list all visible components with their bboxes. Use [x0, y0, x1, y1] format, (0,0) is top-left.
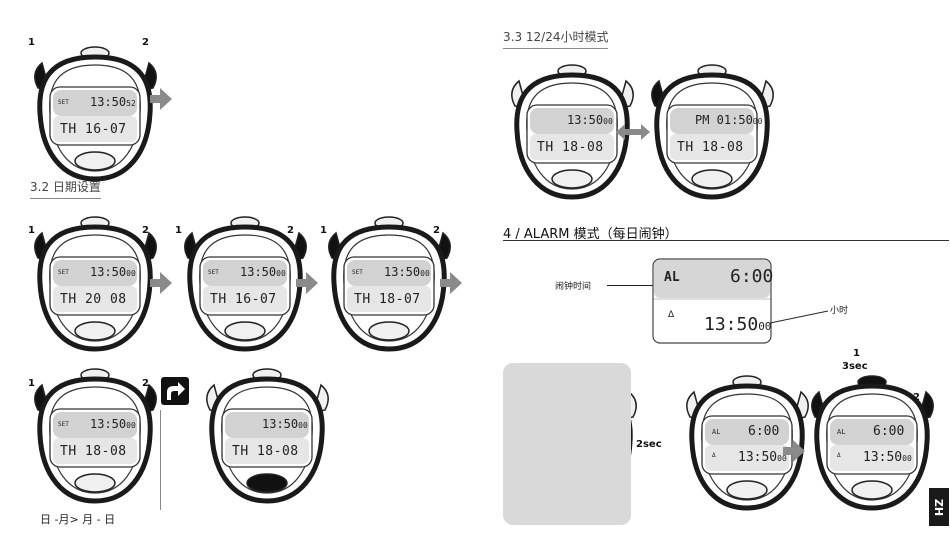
date-format-caption: 日 -月> 月 - 日 — [40, 513, 116, 526]
detail-clock-time: 13:5000 — [704, 314, 772, 335]
lcd-set-label: SET — [58, 269, 69, 276]
button-2-label: 2 — [142, 37, 149, 48]
alarm-detail-display: AL 6:00 Δ 13:5000 — [652, 258, 774, 344]
detail-al: AL — [664, 270, 680, 285]
lcd-set-label: SET — [58, 421, 69, 428]
heading-hour-mode: 3.3 12/24小时模式 — [503, 28, 609, 49]
lcd-bottom-text: TH 18-07 — [354, 292, 421, 307]
lcd-top-text: 13:5000 — [384, 265, 430, 279]
lcd-bottom-text: 13:5000 — [863, 450, 912, 465]
arrow-right-icon — [440, 272, 462, 298]
two-sec-label: 2sec — [636, 439, 662, 450]
lcd-top-text: 13:5000 — [240, 265, 286, 279]
vertical-divider — [160, 410, 161, 510]
watch-illustration: PM 01:5000 TH 18-08 — [645, 61, 780, 201]
lcd-bell: Δ — [837, 452, 841, 459]
lcd-set-label: SET — [352, 269, 363, 276]
lcd-bell: Δ — [712, 452, 716, 459]
alarm-highlight-panel — [503, 363, 631, 525]
button-2-label: 2 — [287, 225, 294, 236]
lcd-top-text: 6:00 — [873, 424, 905, 439]
button-2-label: 2 — [142, 378, 149, 389]
lcd-top-text: 13:5000 — [90, 417, 136, 431]
lcd-set-label: AL — [837, 428, 846, 436]
button-2-label: 2 — [142, 225, 149, 236]
button-1-label: 1 — [28, 225, 35, 236]
alarm-time-note: 闹钟时间 — [555, 282, 592, 292]
arrow-right-icon — [150, 272, 172, 298]
watch-illustration: SET 13:5000 TH 20 08 — [28, 213, 163, 353]
lcd-bottom-text: TH 18-08 — [232, 444, 299, 459]
button-1-label: 1 — [28, 37, 35, 48]
watch-illustration: SET 13:5000 TH 18-07 — [322, 213, 457, 353]
lcd-bottom-text: TH 16-07 — [210, 292, 277, 307]
lcd-top-text: 13:5052 — [90, 95, 136, 109]
heading-alarm-mode: 4 / ALARM 模式（每日闹钟） — [503, 227, 678, 242]
lcd-set-label: SET — [208, 269, 219, 276]
alarm-time-leader — [607, 285, 653, 286]
lcd-top-text: 13:5000 — [90, 265, 136, 279]
heading-date-setting: 3.2 日期设置 — [30, 178, 101, 199]
arrow-right-icon — [150, 88, 172, 114]
lcd-bottom-text: TH 20 08 — [60, 292, 127, 307]
double-arrow-icon — [616, 123, 650, 145]
watch-illustration: 13:5000 TH 18-08 — [505, 61, 640, 201]
watch-illustration: SET 13:5000 TH 18-08 — [28, 365, 163, 505]
hour-leader — [769, 309, 829, 324]
lcd-bottom-text: 13:5000 — [738, 450, 787, 465]
hour-note: 小时 — [830, 306, 849, 316]
language-tab: ZH — [929, 488, 949, 526]
lcd-top-text: PM 01:5000 — [695, 113, 763, 127]
detail-alarm-time: 6:00 — [730, 266, 774, 287]
bell-icon: Δ — [668, 310, 675, 320]
watch-illustration: SET 13:5052 TH 16-07 — [28, 43, 163, 183]
button-1-label: 1 — [28, 378, 35, 389]
lcd-top-text: 6:00 — [748, 424, 780, 439]
lcd-set-label: SET — [58, 99, 69, 106]
button-1-label: 1 — [175, 225, 182, 236]
lcd-bottom-text: TH 18-08 — [677, 140, 744, 155]
watch-illustration: 13:5000 TH 18-08 — [200, 365, 335, 505]
button-1-label: 1 — [853, 348, 860, 359]
arrow-right-icon — [783, 440, 805, 466]
lcd-top-text: 13:5000 — [262, 417, 308, 431]
button-3sec-label: 3sec — [842, 361, 868, 372]
watch-illustration: SET 13:5000 TH 16-07 — [178, 213, 313, 353]
lcd-bottom-text: TH 18-08 — [537, 140, 604, 155]
lcd-bottom-text: TH 16-07 — [60, 122, 127, 137]
button-1-label: 1 — [320, 225, 327, 236]
lcd-top-text: 13:5000 — [567, 113, 613, 127]
button-2-label: 2 — [913, 392, 920, 403]
alarm-heading-rule — [503, 240, 949, 241]
button-2-label: 2 — [433, 225, 440, 236]
continue-icon — [160, 376, 190, 406]
arrow-right-icon — [296, 272, 318, 298]
lcd-set-label: AL — [712, 428, 721, 436]
lcd-bottom-text: TH 18-08 — [60, 444, 127, 459]
